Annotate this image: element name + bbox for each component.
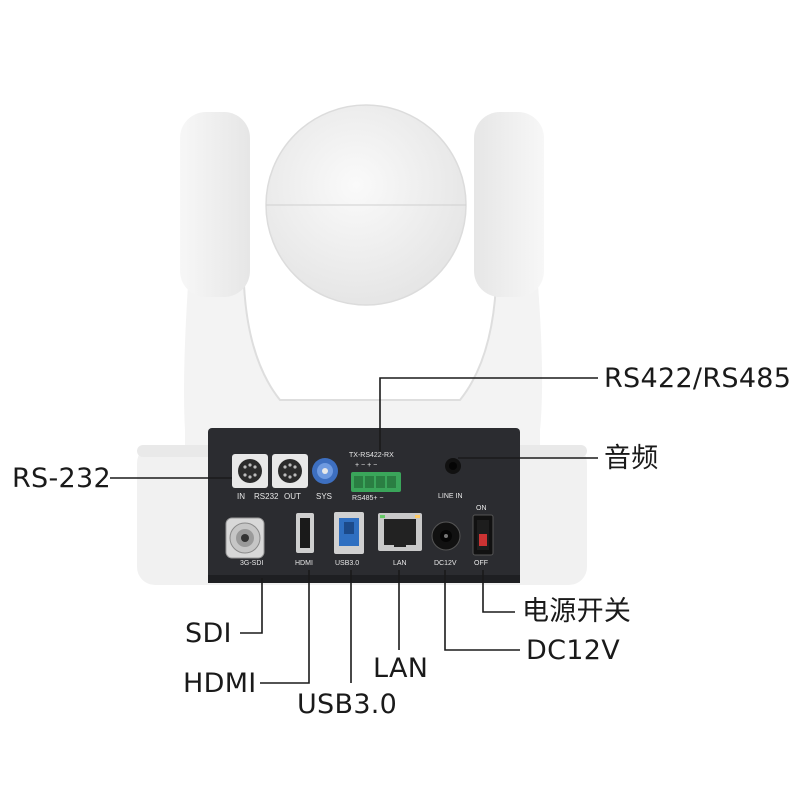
lan-rj45-port[interactable] [378,513,422,551]
leader-power [482,570,515,613]
leader-sdi [240,578,263,634]
leader-lines [110,377,598,684]
label-rs485: RS485+ − [352,495,384,502]
callout-rs422-rs485: RS422/RS485 [604,363,792,394]
callout-sdi: SDI [185,618,232,649]
dc12v-jack[interactable] [431,521,461,551]
line-in-jack[interactable] [445,458,461,474]
label-rs232-in: IN [237,492,245,501]
callout-dc12v: DC12V [526,635,620,666]
leader-hdmi [260,570,310,684]
rs422-terminal-block[interactable] [351,472,401,492]
label-line-in: LINE IN [438,493,463,500]
label-hdmi: HDMI [295,560,313,567]
label-rs232: RS232 [254,492,279,501]
label-rs232-out: OUT [284,492,301,501]
callout-usb30: USB3.0 [297,689,398,720]
label-tx-rs422-rx: TX-RS422-RX [349,452,394,459]
usb30-port[interactable] [334,512,364,554]
label-off: OFF [474,560,488,567]
rs232-out-port[interactable] [272,454,308,488]
leader-dc12v [444,570,520,651]
callout-lan: LAN [373,653,429,684]
rear-panel [208,428,520,583]
label-sdi: 3G-SDI [240,560,264,567]
callout-rs232: RS-232 [12,463,111,494]
rs232-in-port[interactable] [232,454,268,488]
hdmi-port[interactable] [296,513,314,553]
camera-right-arm [474,112,544,297]
leader-rs422 [379,377,598,452]
label-on: ON [476,505,487,512]
label-lan: LAN [393,560,407,567]
camera-yoke [184,285,543,445]
callout-power-switch: 电源开关 [522,596,632,627]
label-usb: USB3.0 [335,560,360,567]
label-dc12v: DC12V [434,560,457,567]
power-switch[interactable] [472,514,494,556]
callout-hdmi: HDMI [183,668,257,699]
sdi-bnc-port[interactable] [225,517,265,559]
camera-left-arm [180,112,250,297]
label-sys: SYS [316,492,333,501]
callout-audio: 音频 [604,443,659,474]
sys-rotary-dial[interactable] [312,458,338,484]
label-rs422-polarity: + − + − [355,462,378,469]
